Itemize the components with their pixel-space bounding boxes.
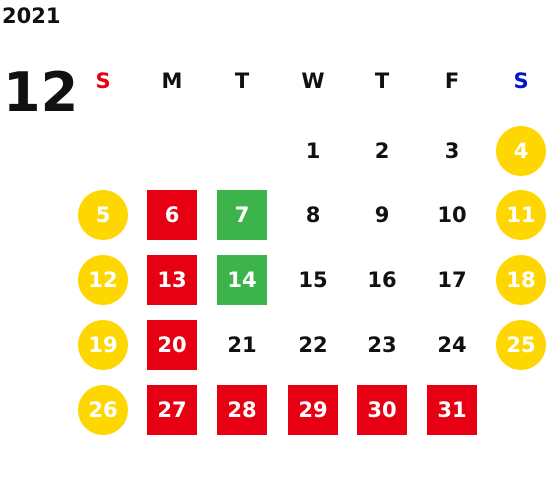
calendar-day[interactable]: 15 — [298, 268, 328, 292]
calendar-day[interactable]: 27 — [147, 385, 197, 435]
calendar-day[interactable]: 2 — [374, 139, 390, 163]
weekday-friday: F — [444, 69, 460, 93]
calendar-day[interactable]: 30 — [357, 385, 407, 435]
calendar-day[interactable]: 1 — [305, 139, 321, 163]
calendar-day[interactable]: 5 — [78, 190, 128, 240]
calendar-day[interactable]: 3 — [444, 139, 460, 163]
calendar-day[interactable]: 24 — [437, 333, 467, 357]
calendar-day[interactable]: 26 — [78, 385, 128, 435]
calendar-day[interactable]: 7 — [217, 190, 267, 240]
calendar-day[interactable]: 12 — [78, 255, 128, 305]
calendar-day[interactable]: 13 — [147, 255, 197, 305]
calendar-day[interactable]: 17 — [437, 268, 467, 292]
calendar-day[interactable]: 16 — [367, 268, 397, 292]
weekday-thursday: T — [374, 69, 390, 93]
calendar-day[interactable]: 22 — [298, 333, 328, 357]
calendar-day[interactable]: 21 — [227, 333, 257, 357]
calendar-day[interactable]: 28 — [217, 385, 267, 435]
year-label: 2021 — [2, 4, 61, 28]
month-label: 12 — [3, 61, 79, 124]
calendar-day[interactable]: 18 — [496, 255, 546, 305]
weekday-sunday: S — [95, 69, 111, 93]
calendar-day[interactable]: 11 — [496, 190, 546, 240]
calendar-day[interactable]: 14 — [217, 255, 267, 305]
calendar-day[interactable]: 29 — [288, 385, 338, 435]
calendar-day[interactable]: 23 — [367, 333, 397, 357]
calendar-day[interactable]: 25 — [496, 320, 546, 370]
weekday-wednesday: W — [301, 69, 325, 93]
weekday-saturday: S — [513, 69, 529, 93]
calendar-day[interactable]: 9 — [374, 203, 390, 227]
calendar-day[interactable]: 10 — [437, 203, 467, 227]
calendar-day[interactable]: 31 — [427, 385, 477, 435]
calendar-day[interactable]: 19 — [78, 320, 128, 370]
calendar-day[interactable]: 8 — [305, 203, 321, 227]
calendar-day[interactable]: 4 — [496, 126, 546, 176]
weekday-tuesday: T — [234, 69, 250, 93]
calendar-day[interactable]: 6 — [147, 190, 197, 240]
calendar-day[interactable]: 20 — [147, 320, 197, 370]
weekday-monday: M — [161, 69, 183, 93]
